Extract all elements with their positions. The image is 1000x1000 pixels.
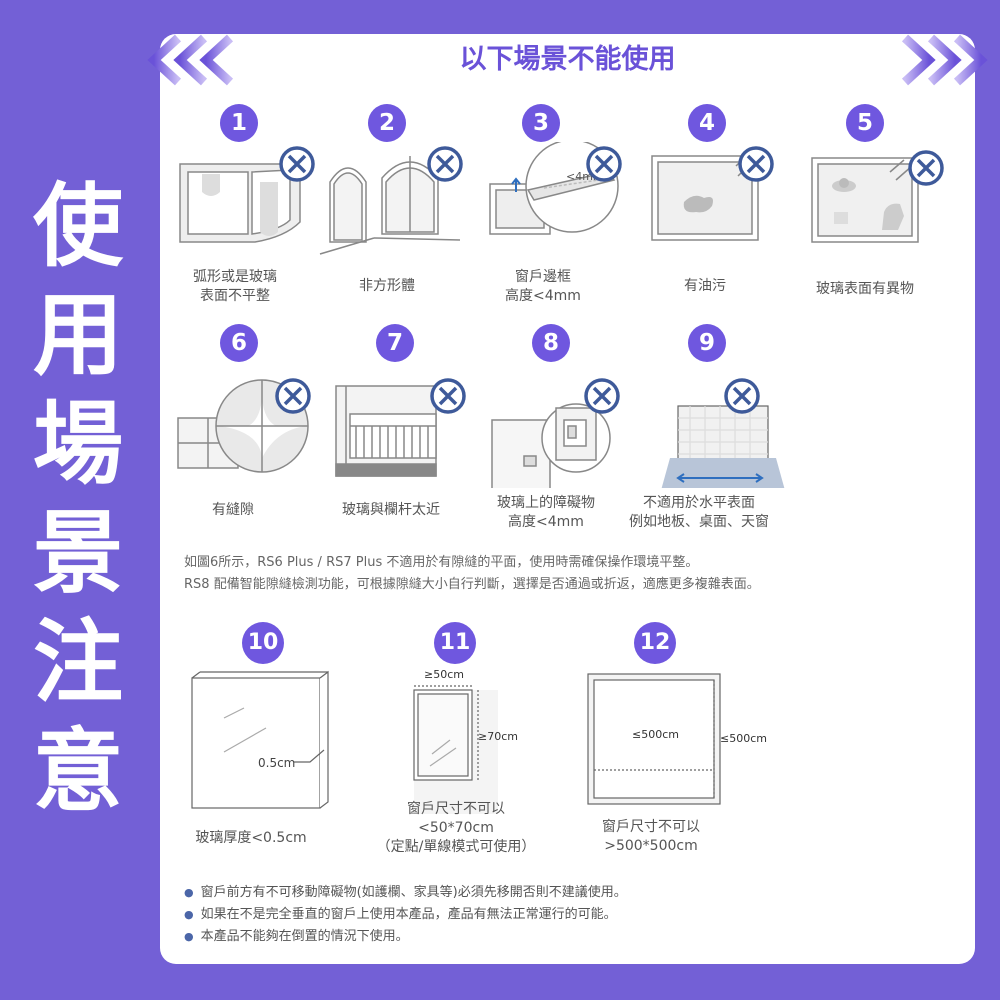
caption-11: 窗戶尺寸不可以<50*70cm（定點/單線模式可使用） <box>376 801 536 855</box>
side-title-char: 場 <box>33 392 123 497</box>
badge-3: 3 <box>522 104 560 142</box>
badge-5: 5 <box>846 104 884 142</box>
thickness-label: 0.5cm <box>258 756 295 770</box>
badge-9: 9 <box>688 324 726 362</box>
bullet-item: 本產品不能夠在倒置的情況下使用。 <box>184 926 627 948</box>
side-title: 使 用 場 景 注 意 <box>28 172 128 826</box>
content-panel: 以下場景不能使用 1 2 3 4 5 <box>147 34 988 964</box>
badge-4: 4 <box>688 104 726 142</box>
cross-icon <box>279 146 315 182</box>
row1-illustrations: <4mm <box>179 142 919 255</box>
arched-window-icon <box>319 156 461 255</box>
badge-12: 12 <box>634 622 676 664</box>
note-1: 如圖6所示，RS6 Plus / RS7 Plus 不適用於有隙縫的平面，使用時… <box>184 555 699 570</box>
badge-7: 7 <box>376 324 414 362</box>
bullet-item: 窗戶前方有不可移動障礙物(如護欄、家具等)必須先移開否則不建議使用。 <box>184 882 627 904</box>
cross-icon <box>738 146 774 182</box>
row3-illustrations: 0.5cm ≥50cm ≥70cm ≤500cm ≤500cm <box>191 668 767 814</box>
caption-8: 玻璃上的障礙物高度<4mm <box>497 495 595 530</box>
banner-chevrons <box>147 34 988 86</box>
cross-icon <box>724 378 760 414</box>
cross-icon <box>908 150 944 186</box>
caption-12: 窗戶尺寸不可以>500*500cm <box>602 819 700 854</box>
caption-6: 有縫隙 <box>212 502 254 518</box>
cross-icon <box>584 378 620 414</box>
foreign-object-window-icon <box>811 157 919 243</box>
caption-2: 非方形體 <box>359 278 415 294</box>
side-title-char: 注 <box>33 610 123 715</box>
caption-10: 玻璃厚度<0.5cm <box>195 830 307 846</box>
caption-1: 弧形或是玻璃表面不平整 <box>193 269 277 304</box>
obstacle-window-icon <box>491 403 611 488</box>
caption-4: 有油污 <box>684 278 726 294</box>
row2-illustrations <box>177 379 785 488</box>
max-height-label: ≤500cm <box>720 732 767 745</box>
caption-3: 窗戶邊框高度<4mm <box>505 269 581 304</box>
cross-icon <box>430 378 466 414</box>
oil-stain-window-icon <box>651 155 759 241</box>
row2-crosses <box>275 378 760 414</box>
min-height-label: ≥70cm <box>478 730 518 743</box>
glass-thickness-icon: 0.5cm <box>191 670 329 809</box>
bullet-list: 窗戶前方有不可移動障礙物(如護欄、家具等)必須先移開否則不建議使用。 如果在不是… <box>184 882 627 948</box>
banner-title: 以下場景不能使用 <box>459 44 676 75</box>
min-window-size-icon: ≥50cm ≥70cm <box>413 668 518 814</box>
railing-window-icon <box>335 385 437 477</box>
side-title-char: 意 <box>33 719 123 824</box>
caption-9: 不適用於水平表面例如地板、桌面、天窗 <box>629 495 769 530</box>
side-title-char: 景 <box>33 501 123 606</box>
cross-icon <box>586 146 622 182</box>
cross-icon <box>275 378 311 414</box>
curved-window-icon <box>179 159 301 243</box>
cross-icon <box>427 146 463 182</box>
caption-7: 玻璃與欄杆太近 <box>342 502 440 518</box>
min-width-label: ≥50cm <box>424 668 464 681</box>
note-2: RS8 配備智能隙縫檢測功能，可根據隙縫大小自行判斷，選擇是否通過或折返，適應更… <box>184 577 760 592</box>
side-title-char: 用 <box>33 283 123 388</box>
badge-8: 8 <box>532 324 570 362</box>
side-title-char: 使 <box>33 174 123 279</box>
badge-2: 2 <box>368 104 406 142</box>
badge-10: 10 <box>242 622 284 664</box>
caption-5: 玻璃表面有異物 <box>816 281 914 297</box>
max-window-size-icon: ≤500cm ≤500cm <box>587 673 767 805</box>
horizontal-surface-icon <box>661 405 785 488</box>
badge-11: 11 <box>434 622 476 664</box>
badge-1: 1 <box>220 104 258 142</box>
bullet-item: 如果在不是完全垂直的窗戶上使用本產品，產品有無法正常運行的可能。 <box>184 904 627 926</box>
badge-6: 6 <box>220 324 258 362</box>
row1-crosses <box>279 146 944 186</box>
max-width-label: ≤500cm <box>632 728 679 741</box>
